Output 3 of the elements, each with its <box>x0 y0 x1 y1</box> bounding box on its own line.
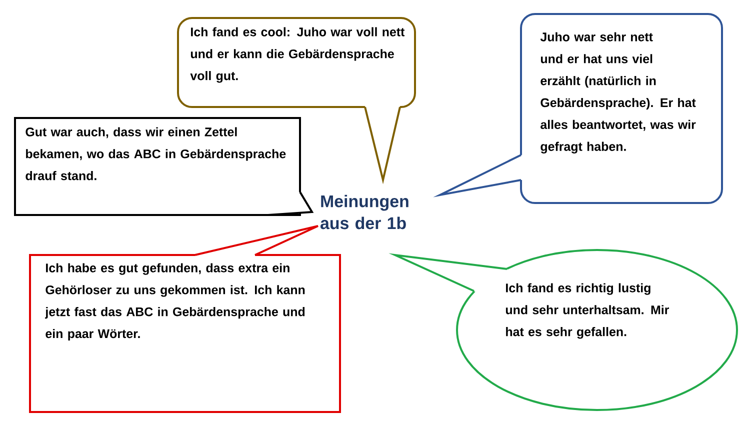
speech-bubble: Ich fand es richtig lustig und sehr unterhaltsam. Mir hat es sehr gefallen. <box>388 249 738 411</box>
speech-bubble: Gut war auch, dass wir einen Zettel bekamen, wo das ABC in Gebärdensprache drauf stand. <box>14 117 314 216</box>
speech-bubble: Juho war sehr nett und er hat uns viel erzählt (natürlich in Gebärdensprache). Er hat alles beantwortet, was wir gefragt haben. <box>433 13 723 204</box>
